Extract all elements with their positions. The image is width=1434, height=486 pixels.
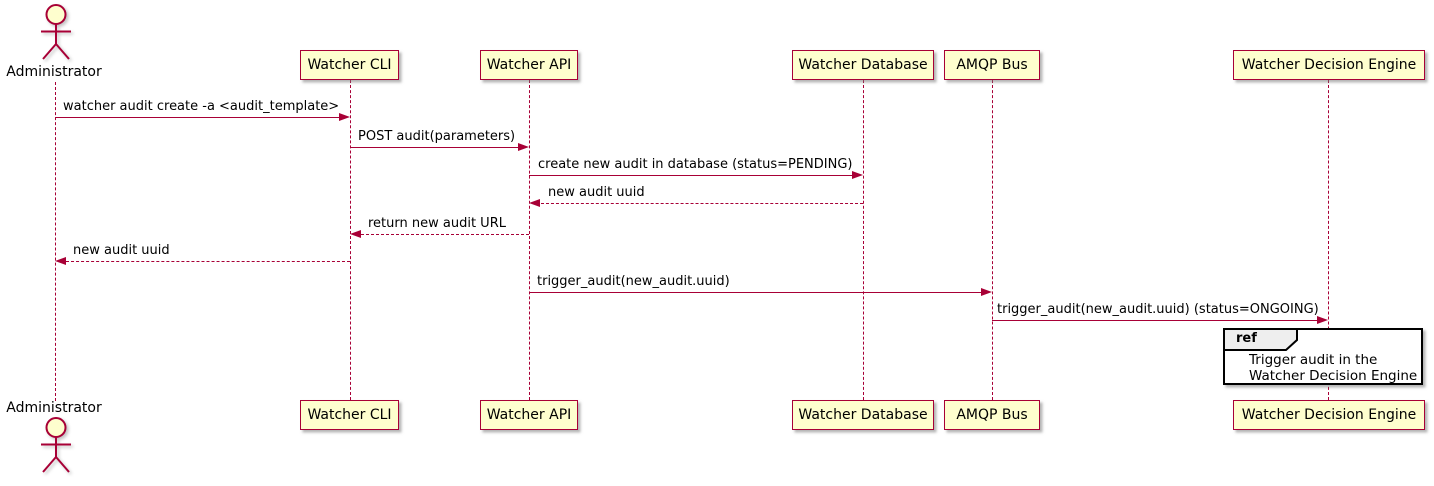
- lifeline-watcher-database: [863, 80, 864, 400]
- arrowhead-right-icon: [339, 113, 350, 121]
- message-line: [66, 261, 350, 262]
- lifeline-watcher-cli: [350, 80, 351, 400]
- lifeline-watcher-decision-engine: [1328, 80, 1329, 400]
- participant-amqp-bus-top: AMQP Bus: [944, 50, 1040, 80]
- participant-watcher-database-top: Watcher Database: [792, 50, 934, 80]
- lifeline-administrator: [55, 82, 56, 401]
- message-line: [541, 203, 863, 204]
- arrowhead-right-icon: [981, 288, 992, 296]
- participant-watcher-cli-top: Watcher CLI: [300, 50, 399, 80]
- participant-watcher-api-bottom: Watcher API: [480, 400, 578, 430]
- actor-label-top: Administrator: [6, 64, 102, 80]
- arrowhead-right-icon: [852, 171, 863, 179]
- ref-tab-icon: [1223, 328, 1298, 351]
- message-line: [529, 292, 981, 293]
- message-label: new audit uuid: [73, 243, 170, 258]
- participant-watcher-cli-bottom: Watcher CLI: [300, 400, 399, 430]
- message-label: return new audit URL: [368, 216, 506, 231]
- actor-label-bottom: Administrator: [6, 400, 102, 416]
- actor-icon: [41, 4, 71, 60]
- arrowhead-left-icon: [55, 257, 66, 265]
- message-label: create new audit in database (status=PEN…: [538, 157, 853, 172]
- participant-watcher-database-bottom: Watcher Database: [792, 400, 934, 430]
- arrowhead-left-icon: [350, 230, 361, 238]
- message-label: trigger_audit(new_audit.uuid): [537, 274, 730, 289]
- message-label: trigger_audit(new_audit.uuid) (status=ON…: [997, 302, 1319, 317]
- lifeline-watcher-api: [529, 80, 530, 400]
- participant-watcher-decision-engine-top: Watcher Decision Engine: [1233, 50, 1425, 80]
- message-label: watcher audit create -a <audit_template>: [63, 99, 340, 114]
- actor-icon: [41, 417, 71, 473]
- ref-keyword: ref: [1236, 331, 1257, 346]
- arrowhead-right-icon: [1317, 316, 1328, 324]
- ref-text-line: Watcher Decision Engine: [1249, 368, 1418, 384]
- message-line: [361, 234, 529, 235]
- ref-text: Trigger audit in the Watcher Decision En…: [1249, 352, 1417, 384]
- message-line: [992, 320, 1317, 321]
- participant-amqp-bus-bottom: AMQP Bus: [944, 400, 1040, 430]
- participant-watcher-api-top: Watcher API: [480, 50, 578, 80]
- message-label: POST audit(parameters): [358, 129, 516, 144]
- arrowhead-right-icon: [518, 143, 529, 151]
- message-line: [529, 175, 852, 176]
- ref-fragment: ref Trigger audit in the Watcher Decisio…: [1223, 328, 1423, 385]
- message-line: [350, 147, 518, 148]
- arrowhead-left-icon: [529, 199, 540, 207]
- message-label: new audit uuid: [548, 185, 645, 200]
- message-line: [55, 117, 339, 118]
- participant-watcher-decision-engine-bottom: Watcher Decision Engine: [1233, 400, 1425, 430]
- lifeline-amqp-bus: [992, 80, 993, 400]
- ref-text-line: Trigger audit in the: [1249, 352, 1378, 368]
